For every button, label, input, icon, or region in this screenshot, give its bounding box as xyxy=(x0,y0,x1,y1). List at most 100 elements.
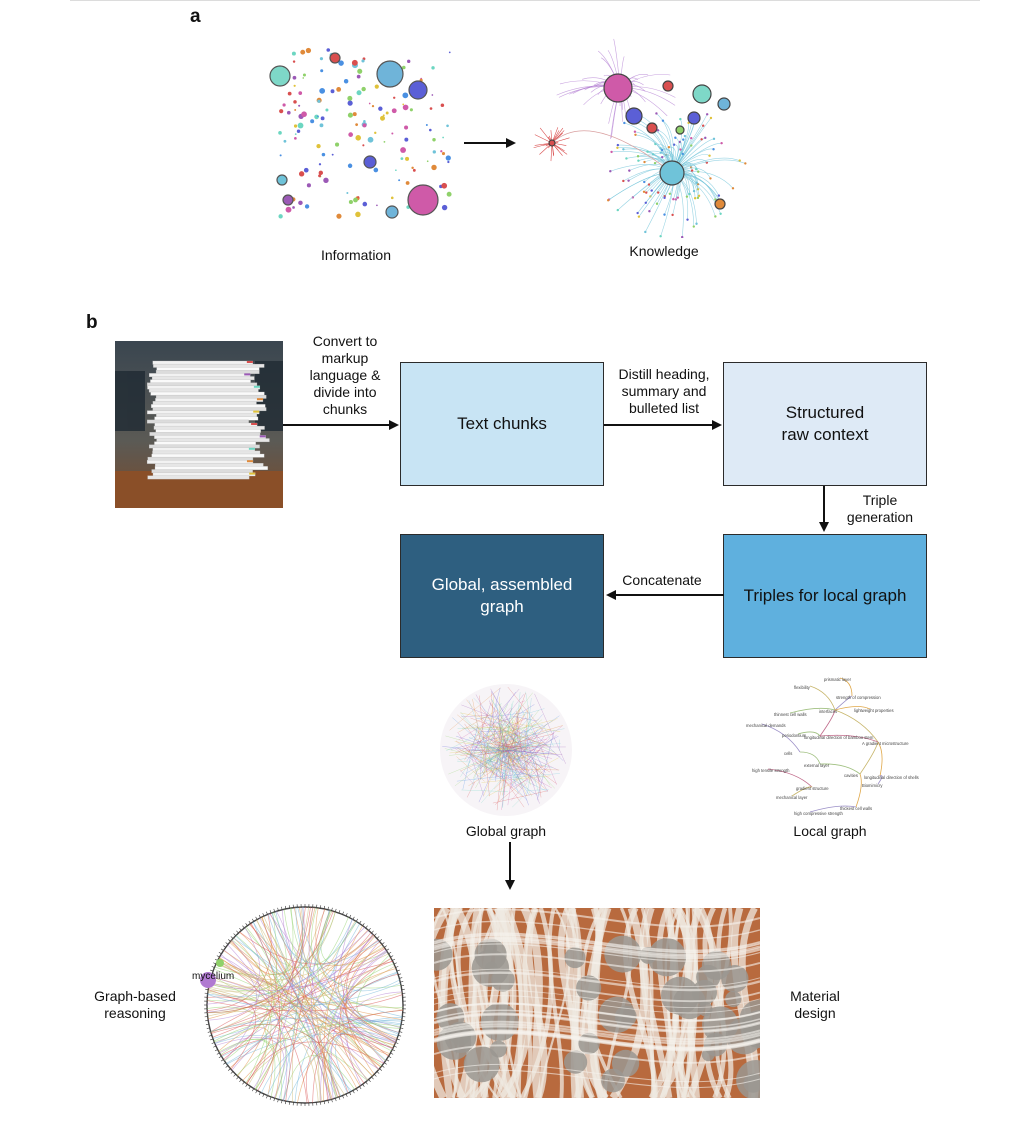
local-graph-node-label: cells xyxy=(784,751,792,756)
reasoning-tick xyxy=(214,1049,218,1052)
reasoning-edge xyxy=(216,934,374,980)
local-graph-node-label: prismatic layer xyxy=(824,677,852,682)
reasoning-tick xyxy=(352,1090,355,1094)
reasoning-tick xyxy=(228,939,231,942)
info-dot xyxy=(380,115,385,121)
paper-sheet xyxy=(147,410,260,415)
reasoning-edge xyxy=(217,960,379,1071)
reasoning-tick xyxy=(211,1042,215,1044)
info-dot xyxy=(441,152,446,156)
global-edge xyxy=(456,735,502,752)
info-dot xyxy=(363,120,366,123)
global-edge xyxy=(473,697,512,738)
info-dot xyxy=(348,132,354,137)
info-dot xyxy=(292,206,295,209)
info-dot xyxy=(318,174,322,178)
reasoning-tick xyxy=(342,911,344,915)
paper-sheet xyxy=(156,367,260,371)
knowledge-leaf xyxy=(720,141,723,145)
reasoning-tick xyxy=(390,955,394,958)
local-edge xyxy=(791,786,813,797)
global-edge xyxy=(529,741,555,753)
info-dot xyxy=(300,49,306,55)
info-dot xyxy=(447,160,450,164)
info-dot xyxy=(305,47,312,54)
knowledge-leaf xyxy=(717,194,721,197)
knowledge-leaf xyxy=(616,143,620,147)
reasoning-edge xyxy=(224,939,270,1062)
global-edge xyxy=(502,743,551,773)
reasoning-tick xyxy=(236,1076,239,1080)
info-dot xyxy=(429,107,433,110)
material-fiber xyxy=(570,908,594,1098)
knowledge-leaf xyxy=(712,137,716,141)
reasoning-tick xyxy=(392,1049,396,1052)
global-edge xyxy=(510,737,533,748)
reasoning-tick xyxy=(374,933,377,936)
material-cluster xyxy=(485,961,498,975)
global-edge xyxy=(464,747,524,798)
reasoning-tick xyxy=(381,942,385,945)
paper-sheet xyxy=(155,398,264,402)
paper-sheet xyxy=(154,466,268,470)
global-edge xyxy=(498,747,530,796)
global-edge xyxy=(473,744,528,801)
info-dot xyxy=(357,68,363,74)
knowledge-leaf xyxy=(653,161,657,165)
reasoning-tick xyxy=(223,945,226,948)
global-edge xyxy=(481,766,513,804)
local-graph-node-label: high compressive strength xyxy=(794,811,844,816)
global-edge xyxy=(475,736,495,761)
reasoning-edge xyxy=(207,994,403,1012)
global-edge xyxy=(481,775,551,783)
info-dot xyxy=(353,197,358,203)
material-cluster xyxy=(743,1073,760,1093)
global-edge xyxy=(465,750,514,752)
reasoning-tick xyxy=(398,1034,402,1037)
reasoning-edge xyxy=(207,911,334,1013)
info-dot xyxy=(285,206,292,213)
info-dot xyxy=(326,48,331,52)
reasoning-tick xyxy=(365,1081,368,1085)
graph-reasoning-circle xyxy=(200,904,406,1106)
knowledge-leaf xyxy=(697,194,701,198)
global-edge xyxy=(512,727,536,743)
reasoning-tick xyxy=(386,1059,390,1062)
info-dot xyxy=(297,122,304,129)
reasoning-tick xyxy=(251,918,255,922)
global-edge xyxy=(504,736,555,789)
mycelium-node-label: mycelium xyxy=(192,971,235,982)
reasoning-edge xyxy=(285,908,325,1102)
knowledge-leaf xyxy=(606,199,610,202)
reasoning-edge xyxy=(208,989,394,1049)
knowledge-node xyxy=(603,73,633,103)
knowledge-leaf xyxy=(709,177,712,180)
reasoning-tick xyxy=(277,1099,279,1103)
reasoning-tick xyxy=(213,962,217,965)
global-edge xyxy=(496,703,502,706)
knowledge-leaf xyxy=(731,187,735,190)
paper-sheet xyxy=(147,419,249,424)
paper-sheet xyxy=(150,391,265,396)
reasoning-tick xyxy=(239,928,242,931)
knowledge-node xyxy=(675,125,685,135)
reasoning-edge xyxy=(308,907,380,1070)
info-dot xyxy=(292,60,296,63)
global-graph-box: Global, assembled graph xyxy=(400,534,604,658)
knowledge-leaf xyxy=(623,121,626,125)
reasoning-edge xyxy=(226,1033,396,1065)
info-dot xyxy=(338,60,344,66)
knowledge-leaf xyxy=(682,138,685,141)
reasoning-edge xyxy=(246,1041,384,1085)
material-cluster xyxy=(463,1046,500,1083)
reasoning-edge xyxy=(221,1020,402,1057)
reasoning-tick xyxy=(368,928,371,931)
info-dot xyxy=(431,164,437,171)
reasoning-edge xyxy=(229,942,381,1068)
material-strand xyxy=(434,971,760,992)
global-edge xyxy=(442,746,481,751)
convert-edge-label: Convert to markup language & divide into… xyxy=(309,333,381,417)
reasoning-edge xyxy=(338,941,398,1039)
reasoning-tick xyxy=(393,962,397,965)
material-strand xyxy=(434,1023,760,1043)
